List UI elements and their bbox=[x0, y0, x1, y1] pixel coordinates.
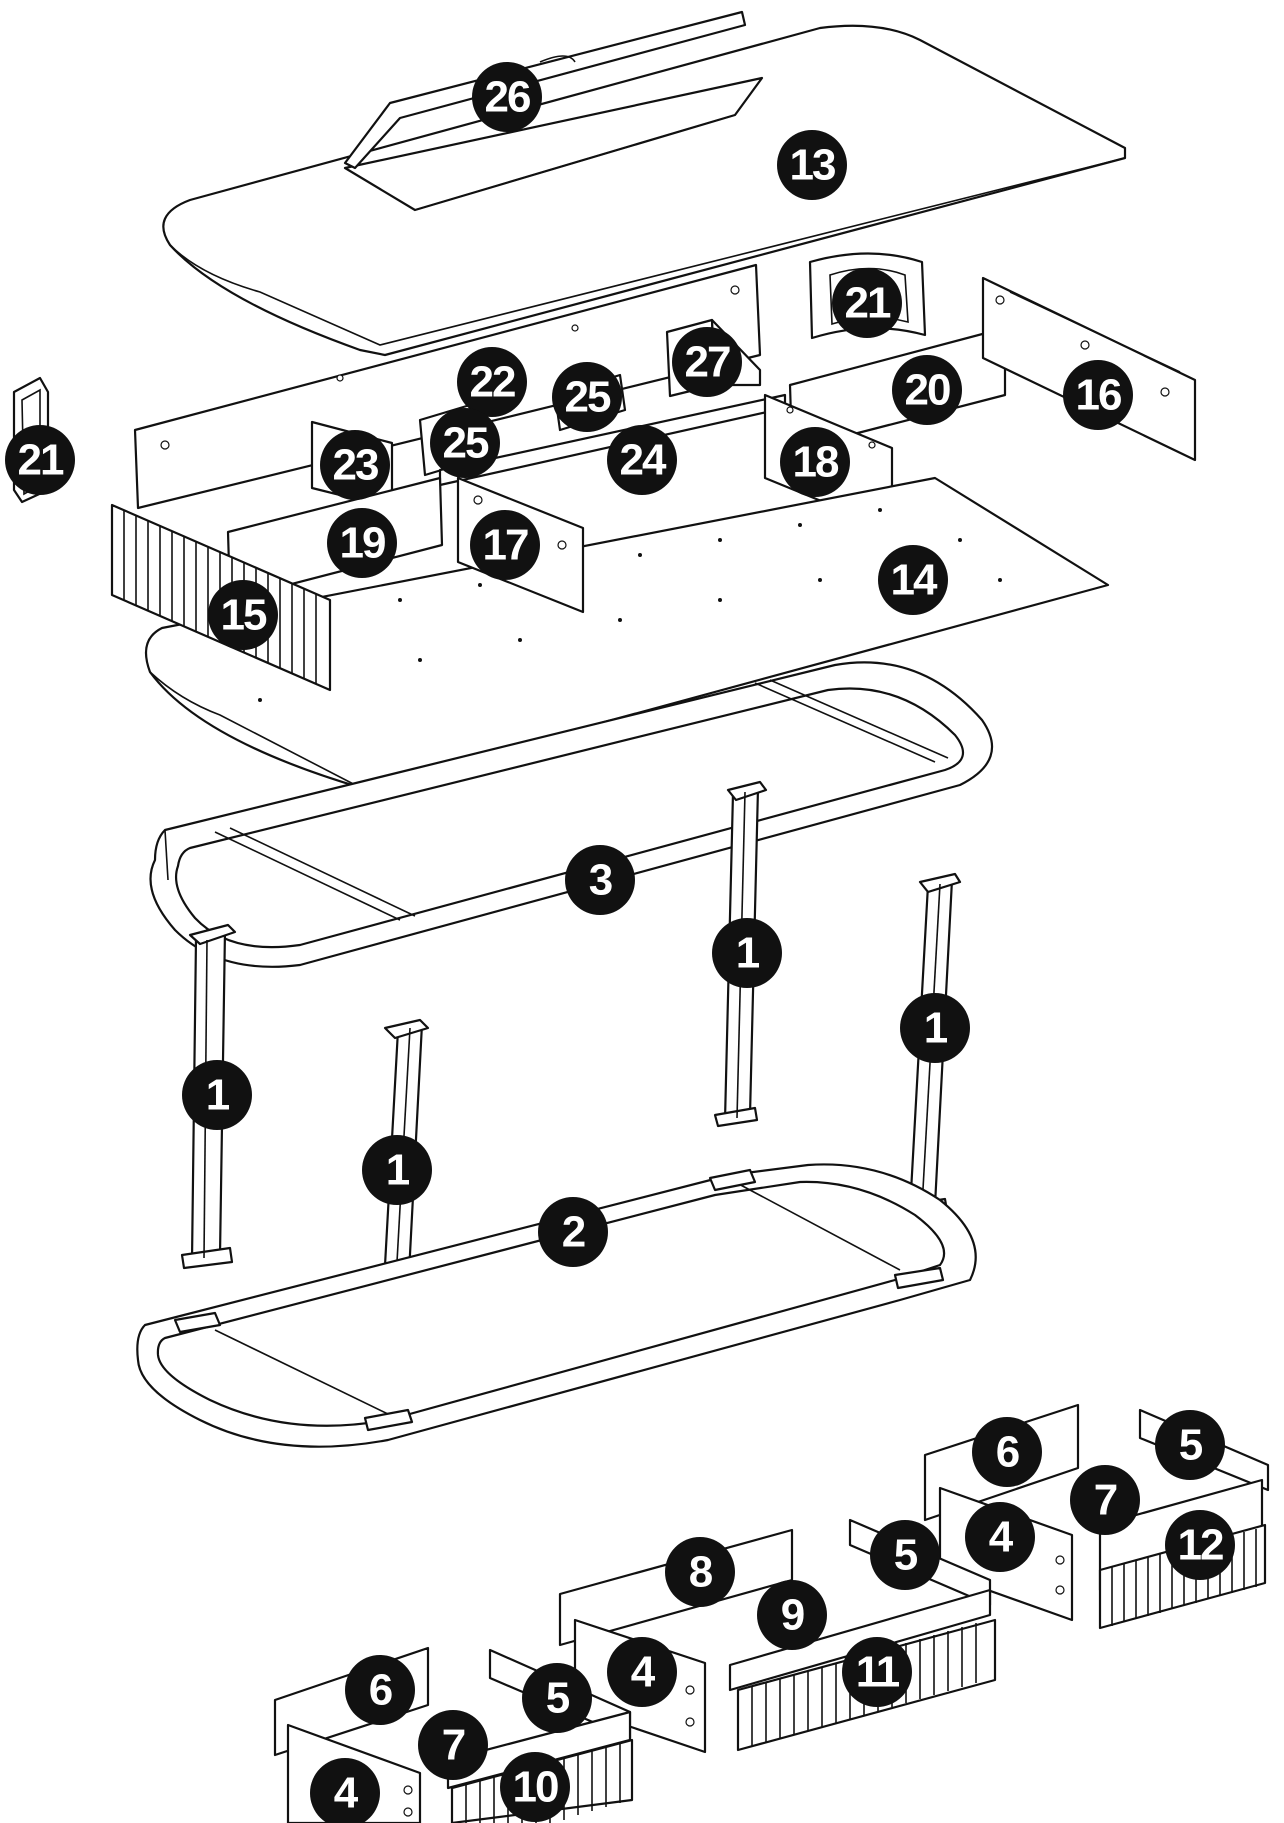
callout-6-right-label: 6 bbox=[996, 1428, 1019, 1477]
callout-11: 11 bbox=[842, 1637, 912, 1707]
callout-16-label: 16 bbox=[1076, 371, 1121, 420]
callout-15: 15 bbox=[208, 580, 278, 650]
callout-22: 22 bbox=[457, 347, 527, 417]
callout-8-label: 8 bbox=[689, 1548, 713, 1597]
callout-23: 23 bbox=[320, 430, 390, 500]
callout-9-label: 9 bbox=[781, 1591, 804, 1640]
callout-1-front-left-label: 1 bbox=[206, 1071, 230, 1120]
callout-22-label: 22 bbox=[470, 358, 515, 407]
callout-5-right: 5 bbox=[1155, 1410, 1225, 1480]
callout-6-left: 6 bbox=[345, 1655, 415, 1725]
callout-14-label: 14 bbox=[891, 556, 938, 605]
callout-6-right: 6 bbox=[972, 1417, 1042, 1487]
callout-10: 10 bbox=[500, 1752, 570, 1822]
callout-5-left: 5 bbox=[522, 1663, 592, 1733]
callout-26: 26 bbox=[472, 62, 542, 132]
callout-10-label: 10 bbox=[513, 1763, 558, 1812]
callout-5-left-label: 5 bbox=[546, 1674, 570, 1723]
callout-5-right-label: 5 bbox=[1179, 1421, 1203, 1470]
callout-2-label: 2 bbox=[562, 1208, 585, 1257]
callout-12: 12 bbox=[1165, 1510, 1235, 1580]
callout-19: 19 bbox=[327, 508, 397, 578]
callout-11-label: 11 bbox=[856, 1648, 900, 1697]
callout-23-label: 23 bbox=[333, 441, 378, 490]
callout-20-label: 20 bbox=[905, 366, 950, 415]
part-14-bottom-board bbox=[144, 476, 1110, 791]
callout-13-label: 13 bbox=[790, 141, 835, 190]
callout-16: 16 bbox=[1063, 360, 1133, 430]
callout-21-right-label: 21 bbox=[845, 279, 891, 328]
callout-1-back-right: 1 bbox=[900, 993, 970, 1063]
callout-4-middle: 4 bbox=[607, 1637, 677, 1707]
callout-21-left-label: 21 bbox=[18, 436, 64, 485]
callout-1-back-middle: 1 bbox=[712, 918, 782, 988]
callout-13: 13 bbox=[777, 130, 847, 200]
callout-25-upper-label: 25 bbox=[565, 373, 611, 422]
callout-4-right-label: 4 bbox=[989, 1513, 1014, 1562]
callout-1-front-left: 1 bbox=[182, 1060, 252, 1130]
callout-19-label: 19 bbox=[340, 519, 385, 568]
callout-4-left: 4 bbox=[310, 1758, 380, 1823]
callout-26-label: 26 bbox=[485, 73, 530, 122]
callout-21-right: 21 bbox=[832, 268, 902, 338]
callout-24-label: 24 bbox=[620, 436, 667, 485]
part-2-lower-frame bbox=[136, 1163, 977, 1448]
callout-7-left-label: 7 bbox=[442, 1721, 465, 1770]
callout-3: 3 bbox=[565, 845, 635, 915]
callout-27-label: 27 bbox=[685, 338, 730, 387]
callout-2: 2 bbox=[538, 1197, 608, 1267]
callout-5-middle-label: 5 bbox=[894, 1531, 918, 1580]
callout-21-left: 21 bbox=[5, 425, 75, 495]
callout-3-label: 3 bbox=[589, 856, 612, 905]
callout-7-right: 7 bbox=[1070, 1465, 1140, 1535]
callout-25-lower: 25 bbox=[430, 408, 500, 478]
callout-25-upper: 25 bbox=[552, 362, 622, 432]
callout-1-front-middle-label: 1 bbox=[386, 1146, 410, 1195]
callout-18: 18 bbox=[780, 427, 850, 497]
callout-25-lower-label: 25 bbox=[443, 419, 489, 468]
part-13-desktop bbox=[162, 24, 1127, 357]
callout-5-middle: 5 bbox=[870, 1520, 940, 1590]
callout-18-label: 18 bbox=[793, 438, 839, 487]
callout-15-label: 15 bbox=[221, 591, 267, 640]
callout-4-right: 4 bbox=[965, 1502, 1035, 1572]
callout-4-left-label: 4 bbox=[334, 1769, 359, 1818]
part-26-cable-flap bbox=[343, 10, 747, 170]
callout-17: 17 bbox=[470, 510, 540, 580]
callout-24: 24 bbox=[607, 425, 677, 495]
callout-27: 27 bbox=[672, 327, 742, 397]
callout-1-front-middle: 1 bbox=[362, 1135, 432, 1205]
callout-17-label: 17 bbox=[483, 521, 528, 570]
callout-20: 20 bbox=[892, 355, 962, 425]
callout-12-label: 12 bbox=[1178, 1521, 1223, 1570]
callout-4-middle-label: 4 bbox=[631, 1648, 656, 1697]
callout-1-back-middle-label: 1 bbox=[736, 929, 760, 978]
part-3-upper-frame bbox=[149, 661, 994, 968]
callout-14: 14 bbox=[878, 545, 948, 615]
callout-9: 9 bbox=[757, 1580, 827, 1650]
callout-7-left: 7 bbox=[418, 1710, 488, 1780]
callout-7-right-label: 7 bbox=[1094, 1476, 1117, 1525]
callout-8: 8 bbox=[665, 1537, 735, 1607]
callout-1-back-right-label: 1 bbox=[924, 1004, 948, 1053]
part-22-back-panel bbox=[133, 263, 762, 510]
callout-6-left-label: 6 bbox=[369, 1666, 392, 1715]
